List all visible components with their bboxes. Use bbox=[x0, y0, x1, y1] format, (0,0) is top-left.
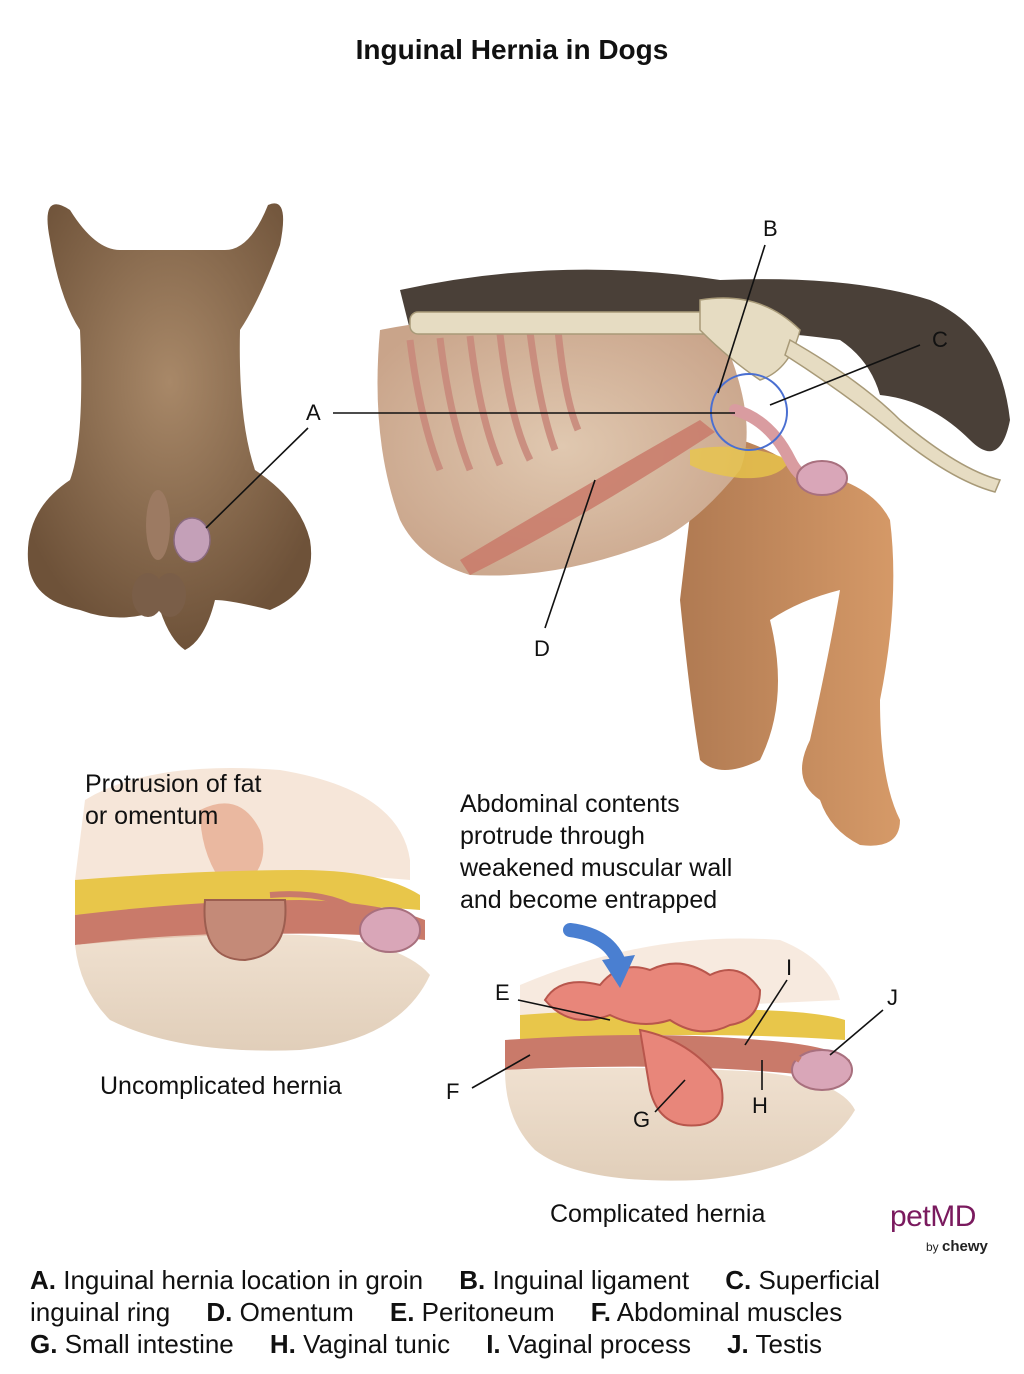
legend-letter-b: B. bbox=[459, 1265, 486, 1295]
caption-abdominal-line-3: weakened muscular wall bbox=[460, 854, 733, 882]
legend: A. Inguinal hernia location in groin B. … bbox=[30, 1264, 1010, 1360]
lateral-dog-figure bbox=[377, 269, 1010, 846]
caption-abdominal-line-1: Abdominal contents bbox=[460, 790, 680, 818]
label-a: A bbox=[306, 400, 321, 425]
caption-fat-line-2: or omentum bbox=[85, 802, 219, 830]
by-chewy: by chewy bbox=[926, 1238, 988, 1255]
complicated-hernia-figure bbox=[505, 923, 855, 1181]
legend-text-c: Superficial bbox=[758, 1265, 880, 1295]
by-text: by bbox=[926, 1240, 939, 1254]
entrapment-arrow-head bbox=[602, 955, 635, 988]
caption-complicated: Complicated hernia bbox=[550, 1200, 766, 1228]
legend-letter-c: C. bbox=[725, 1265, 752, 1295]
label-e: E bbox=[495, 980, 510, 1005]
petmd-logo: petMD by chewy bbox=[890, 1200, 988, 1255]
legend-text-d: Omentum bbox=[239, 1297, 354, 1327]
abdominal-muscle-band bbox=[460, 420, 715, 575]
label-h: H bbox=[752, 1093, 768, 1118]
legend-letter-j: J. bbox=[727, 1329, 749, 1359]
petmd-wordmark: petMD bbox=[890, 1200, 976, 1233]
legend-letter-h: H. bbox=[269, 1329, 296, 1359]
chewy-wordmark: chewy bbox=[942, 1238, 988, 1255]
caption-abdominal-line-2: protrude through bbox=[460, 822, 645, 850]
caption-fat-line-1: Protrusion of fat bbox=[85, 770, 262, 798]
label-c: C bbox=[932, 327, 948, 352]
intestine-loops bbox=[543, 962, 762, 1127]
legend-letter-i: I. bbox=[486, 1329, 501, 1359]
legend-row-3: G. Small intestine H. Vaginal tunic I. V… bbox=[30, 1328, 1010, 1360]
legend-letter-a: A. bbox=[30, 1265, 56, 1295]
legend-letter-g: G. bbox=[30, 1329, 58, 1359]
label-j: J bbox=[887, 985, 898, 1010]
legend-text-c-cont: inguinal ring bbox=[30, 1297, 171, 1327]
legend-text-a: Inguinal hernia location in groin bbox=[63, 1265, 424, 1295]
uncomplicated-hernia-figure bbox=[75, 768, 430, 1051]
leader-lines-bottom bbox=[471, 979, 884, 1113]
hernia-location-circle bbox=[710, 373, 788, 451]
caption-abdominal-line-4: and become entrapped bbox=[460, 886, 718, 914]
legend-row-2: inguinal ring D. Omentum E. Peritoneum F… bbox=[30, 1296, 1010, 1328]
legend-row-1: A. Inguinal hernia location in groin B. … bbox=[30, 1264, 1010, 1296]
legend-letter-d: D. bbox=[206, 1297, 233, 1327]
legend-letter-f: F. bbox=[590, 1297, 611, 1327]
label-i: I bbox=[786, 955, 793, 980]
legend-text-j: Testis bbox=[755, 1329, 823, 1359]
legend-text-e: Peritoneum bbox=[421, 1297, 555, 1327]
label-d: D bbox=[534, 636, 550, 661]
legend-letter-e: E. bbox=[389, 1297, 415, 1327]
legend-text-f: Abdominal muscles bbox=[616, 1297, 843, 1327]
ventral-dog-figure bbox=[27, 203, 312, 651]
caption-uncomplicated: Uncomplicated hernia bbox=[100, 1072, 342, 1100]
leader-lines-top bbox=[205, 244, 921, 629]
page-title: Inguinal Hernia in Dogs bbox=[355, 34, 669, 65]
caption-fat-protrusion: Protrusion of fat or omentum bbox=[85, 768, 261, 832]
legend-text-g: Small intestine bbox=[64, 1329, 234, 1359]
legend-text-b: Inguinal ligament bbox=[492, 1265, 690, 1295]
caption-abdominal-contents: Abdominal contents protrude through weak… bbox=[460, 788, 732, 916]
legend-text-h: Vaginal tunic bbox=[303, 1329, 451, 1359]
label-b: B bbox=[763, 216, 778, 241]
legend-text-i: Vaginal process bbox=[507, 1329, 691, 1359]
label-g: G bbox=[633, 1107, 651, 1132]
label-f: F bbox=[446, 1079, 460, 1104]
